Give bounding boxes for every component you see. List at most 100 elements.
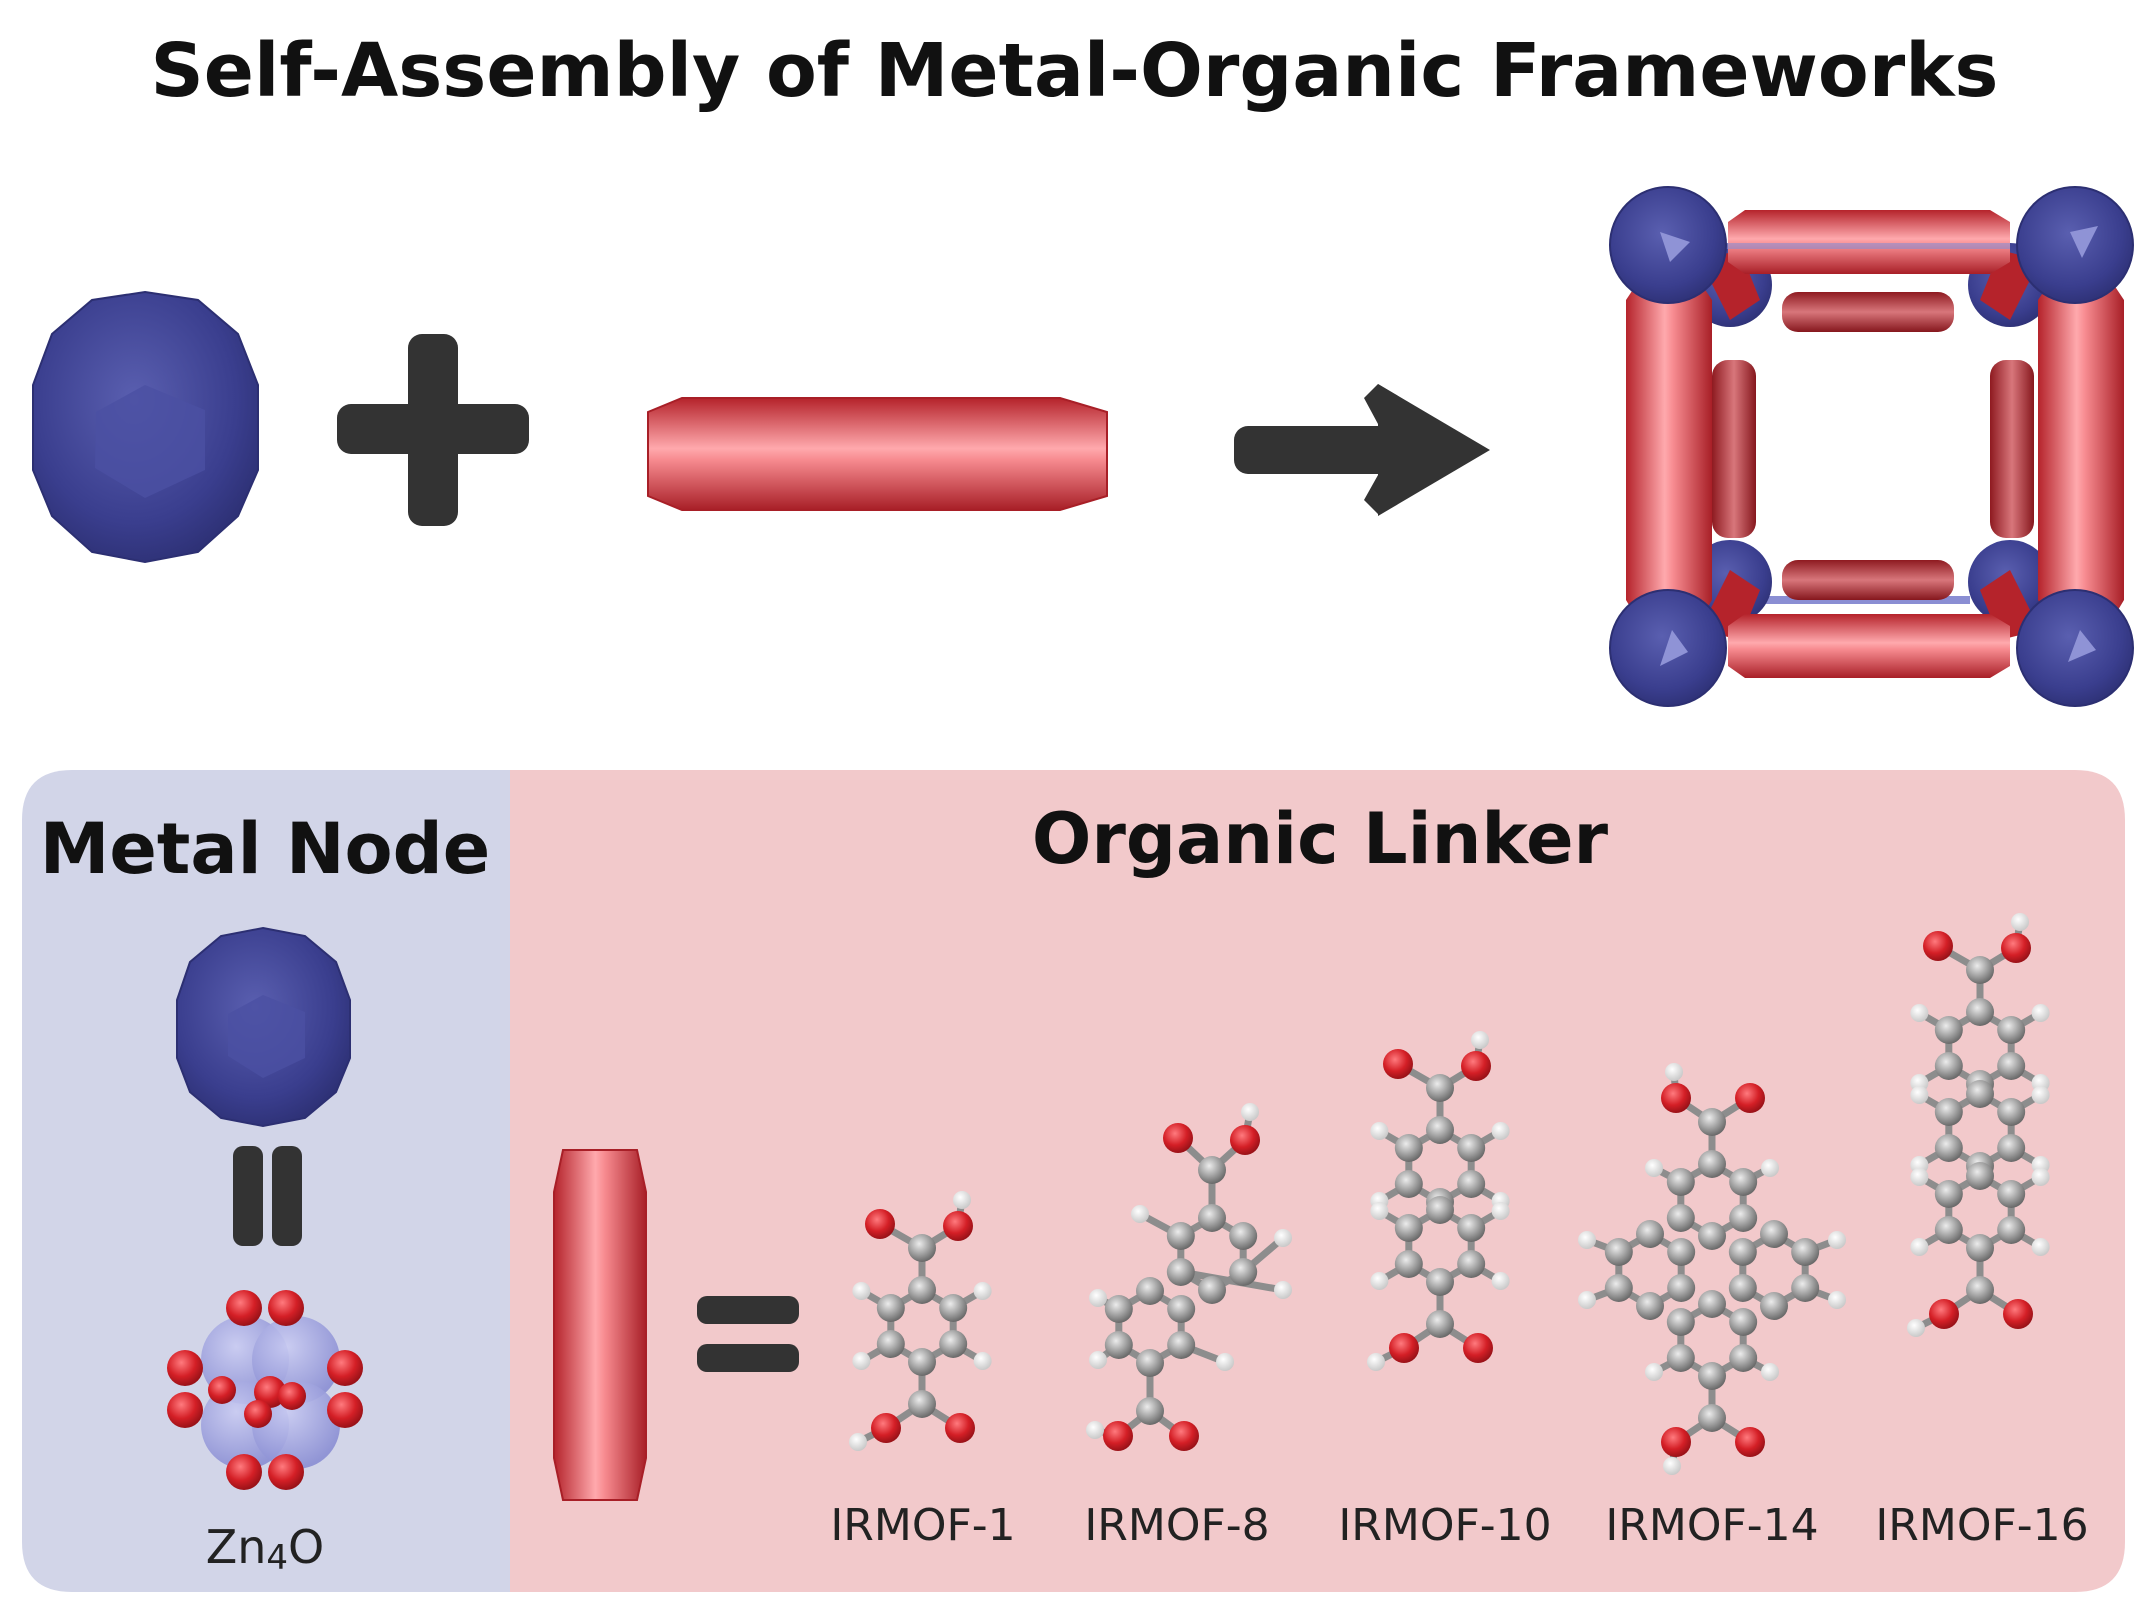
- carbon-atom: [1729, 1168, 1758, 1196]
- carbon-atom: [1966, 1162, 1994, 1190]
- carbon-atom: [1698, 1404, 1726, 1432]
- hydrogen-atom: [1665, 1063, 1683, 1081]
- molecule-irmof-10: [1367, 1031, 1510, 1371]
- carbon-atom: [1104, 1295, 1133, 1323]
- carbon-atom: [1966, 998, 1994, 1026]
- plus-icon: [337, 334, 529, 526]
- formula-tail: O: [288, 1520, 325, 1574]
- hydrogen-atom: [852, 1282, 871, 1300]
- framework-cube-icon: [1609, 186, 2134, 707]
- carbon-atom: [1934, 1098, 1963, 1126]
- carbon-atom: [1698, 1290, 1726, 1318]
- hydrogen-atom: [1761, 1159, 1779, 1177]
- oxygen-atom: [1463, 1333, 1493, 1363]
- hydrogen-atom: [1761, 1363, 1779, 1381]
- carbon-atom: [1698, 1222, 1726, 1250]
- carbon-atom: [1791, 1274, 1820, 1302]
- carbon-atom: [1394, 1214, 1423, 1242]
- oxygen-atom: [1163, 1123, 1193, 1153]
- oxygen-atom: [945, 1413, 975, 1443]
- hydrogen-atom: [1663, 1457, 1681, 1475]
- molecule-irmof-16: [1907, 913, 2050, 1337]
- carbon-atom: [1604, 1274, 1633, 1302]
- hydrogen-atom: [1089, 1289, 1107, 1307]
- oxygen-atom: [1169, 1421, 1199, 1451]
- hydrogen-atom: [2031, 1168, 2050, 1186]
- oxygen-atom: [2001, 933, 2031, 963]
- molecule-irmof-8: [1086, 1103, 1292, 1451]
- oxygen-atom: [1735, 1083, 1765, 1113]
- hydrogen-atom: [1274, 1281, 1292, 1299]
- carbon-atom: [1966, 1276, 1994, 1304]
- carbon-atom: [1636, 1220, 1664, 1248]
- hydrogen-atom: [1370, 1272, 1389, 1290]
- hydrogen-atom: [1828, 1291, 1846, 1309]
- carbon-atom: [1791, 1238, 1820, 1266]
- carbon-atom: [1198, 1156, 1226, 1184]
- carbon-atom: [1394, 1134, 1423, 1162]
- bond: [1177, 1268, 1287, 1294]
- hydrogen-atom: [1578, 1231, 1596, 1249]
- hydrogen-atom: [953, 1191, 971, 1209]
- carbon-atom: [1934, 1216, 1963, 1244]
- carbon-atom: [1426, 1196, 1454, 1224]
- oxygen-atom: [871, 1413, 901, 1443]
- carbon-atom: [1966, 1080, 1994, 1108]
- carbon-atom: [1666, 1344, 1695, 1372]
- carbon-atom: [908, 1348, 936, 1376]
- hydrogen-atom: [973, 1282, 992, 1300]
- carbon-atom: [1666, 1168, 1695, 1196]
- oxygen-atom: [1923, 931, 1953, 961]
- carbon-atom: [908, 1234, 936, 1262]
- molecule-irmof-14: [1578, 1063, 1846, 1475]
- linker-rod-icon: [647, 397, 1108, 511]
- carbon-atom: [1136, 1349, 1164, 1377]
- oxygen-atom: [1103, 1421, 1133, 1451]
- hydrogen-atom: [1645, 1159, 1663, 1177]
- carbon-atom: [939, 1330, 968, 1358]
- page-title: Self-Assembly of Metal-Organic Framework…: [150, 28, 1999, 114]
- carbon-atom: [1934, 1180, 1963, 1208]
- carbon-atom: [1167, 1295, 1196, 1323]
- carbon-atom: [1698, 1362, 1726, 1390]
- hydrogen-atom: [1370, 1122, 1389, 1140]
- carbon-atom: [1934, 1052, 1963, 1080]
- hydrogen-atom: [1086, 1421, 1104, 1439]
- hydrogen-atom: [1131, 1205, 1149, 1223]
- carbon-atom: [1457, 1134, 1486, 1162]
- hydrogen-atom: [1491, 1272, 1510, 1290]
- carbon-atom: [1229, 1258, 1258, 1286]
- hydrogen-atom: [2031, 1086, 2050, 1104]
- carbon-atom: [1604, 1238, 1633, 1266]
- carbon-atom: [1394, 1170, 1423, 1198]
- carbon-atom: [1997, 1016, 2026, 1044]
- metal-node-icon: [32, 290, 259, 564]
- carbon-atom: [1426, 1116, 1454, 1144]
- zn4o-cluster-icon: [167, 1290, 363, 1490]
- formula-subscript: 4: [266, 1538, 289, 1578]
- carbon-atom: [1426, 1268, 1454, 1296]
- linker-label-irmof-10: IRMOF-10: [1338, 1500, 1552, 1551]
- oxygen-atom: [1661, 1083, 1691, 1113]
- carbon-atom: [1166, 1258, 1195, 1286]
- carbon-atom: [1997, 1180, 2026, 1208]
- organic-linker-heading: Organic Linker: [1031, 798, 1609, 880]
- hydrogen-atom: [1089, 1351, 1107, 1369]
- carbon-atom: [1166, 1222, 1195, 1250]
- metal-node-small-icon: [176, 926, 351, 1128]
- oxygen-atom: [865, 1209, 895, 1239]
- carbon-atom: [1104, 1331, 1133, 1359]
- hydrogen-atom: [1910, 1238, 1929, 1256]
- carbon-atom: [1636, 1292, 1664, 1320]
- oxygen-atom: [1661, 1427, 1691, 1457]
- equals-vertical-icon: [233, 1146, 302, 1246]
- oxygen-atom: [2003, 1299, 2033, 1329]
- carbon-atom: [1997, 1098, 2026, 1126]
- carbon-atom: [1666, 1204, 1695, 1232]
- oxygen-atom: [1383, 1049, 1413, 1079]
- hydrogen-atom: [1367, 1353, 1385, 1371]
- carbon-atom: [1729, 1308, 1758, 1336]
- oxygen-atom: [943, 1211, 973, 1241]
- metal-node-heading: Metal Node: [39, 808, 491, 890]
